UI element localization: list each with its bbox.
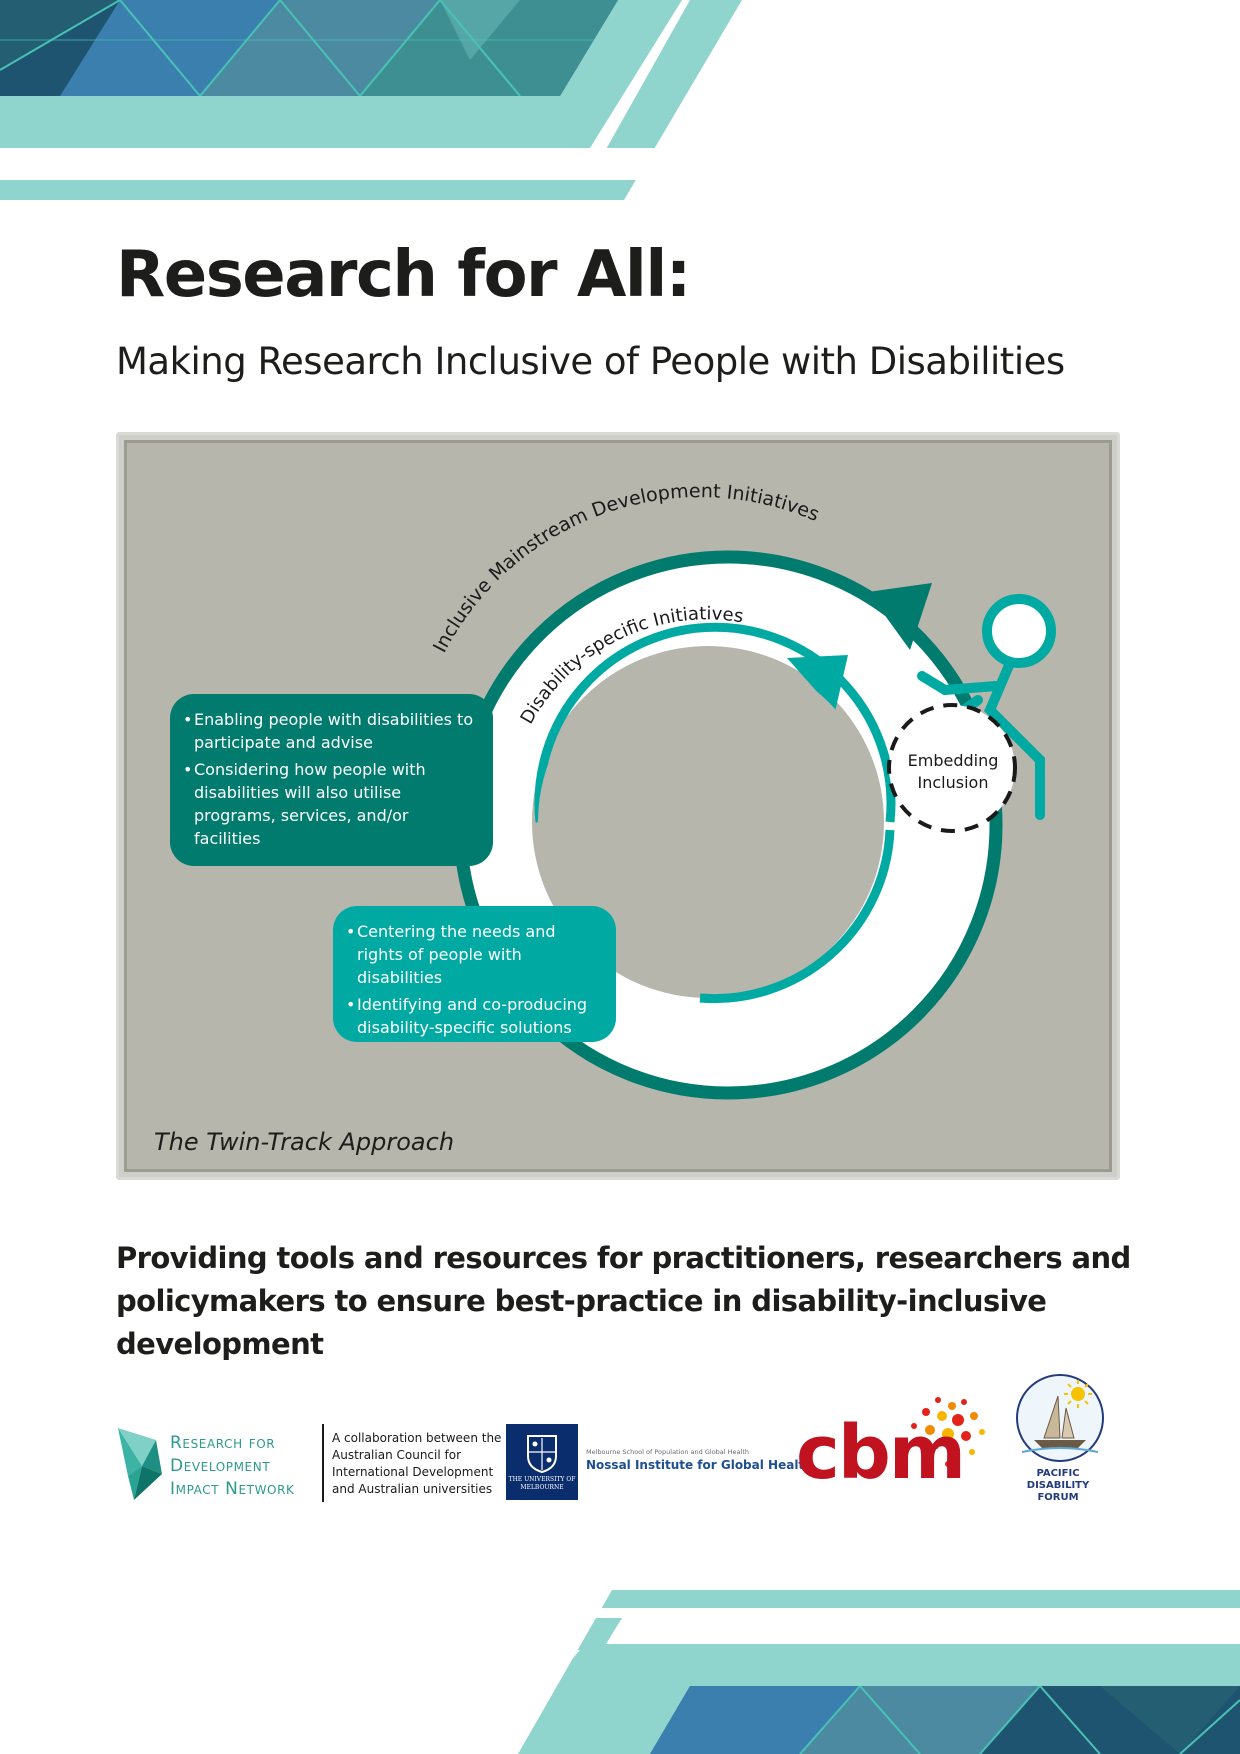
pacific-disability-forum-logo: PACIFIC DISABILITY FORUM <box>1004 1372 1112 1503</box>
cbm-logo: cbm <box>794 1392 1004 1510</box>
figure-caption: The Twin-Track Approach <box>154 1128 455 1156</box>
collaboration-text: A collaboration between the Australian C… <box>332 1431 502 1496</box>
cbm-dots-icon <box>911 1397 985 1467</box>
pdf-line-2: FORUM <box>1037 1492 1079 1503</box>
melbourne-crest-icon <box>527 1435 557 1474</box>
nossal-institute-name: Nossal Institute for Global Health <box>586 1458 813 1472</box>
tagline: Providing tools and resources for practi… <box>116 1241 1131 1361</box>
pdf-line-1: PACIFIC DISABILITY <box>1026 1468 1090 1491</box>
bottom-decorative-banner <box>470 1590 1240 1754</box>
mainstream-point-2: Considering how people with disabilities… <box>183 758 477 850</box>
mainstream-point-1: Enabling people with disabilities to par… <box>183 708 477 754</box>
page-subtitle: Making Research Inclusive of People with… <box>116 340 1065 383</box>
specific-point-2: Identifying and co-producing disability-… <box>346 993 600 1039</box>
specific-callout: Centering the needs and rights of people… <box>333 906 616 1042</box>
rdi-line-1: Research for <box>170 1433 276 1453</box>
melbourne-line-1: THE UNIVERSITY OF <box>508 1476 576 1483</box>
logo-divider <box>322 1424 324 1502</box>
embedding-inclusion-label: Embedding Inclusion <box>888 750 1018 794</box>
rdi-network-logo: Research for Development Impact Network <box>116 1426 330 1504</box>
top-decorative-banner <box>0 0 742 200</box>
specific-point-1: Centering the needs and rights of people… <box>346 920 600 989</box>
rdi-line-3: Impact Network <box>170 1479 295 1499</box>
rdi-line-2: Development <box>170 1456 271 1476</box>
cbm-wordmark: cbm <box>796 1410 966 1496</box>
embedding-label-line1: Embedding <box>907 751 999 770</box>
nossal-school-name: Melbourne School of Population and Globa… <box>586 1448 750 1456</box>
page-title: Research for All: <box>116 238 691 312</box>
nossal-institute-logo: Melbourne School of Population and Globa… <box>586 1448 813 1472</box>
melbourne-line-2: MELBOURNE <box>520 1484 564 1491</box>
university-of-melbourne-logo: THE UNIVERSITY OF MELBOURNE <box>506 1424 578 1500</box>
mainstream-callout: Enabling people with disabilities to par… <box>170 694 493 866</box>
sailboat-sun-icon <box>1016 1374 1104 1462</box>
rdi-triangle-icon <box>118 1428 162 1500</box>
embedding-label-line2: Inclusion <box>917 773 989 792</box>
